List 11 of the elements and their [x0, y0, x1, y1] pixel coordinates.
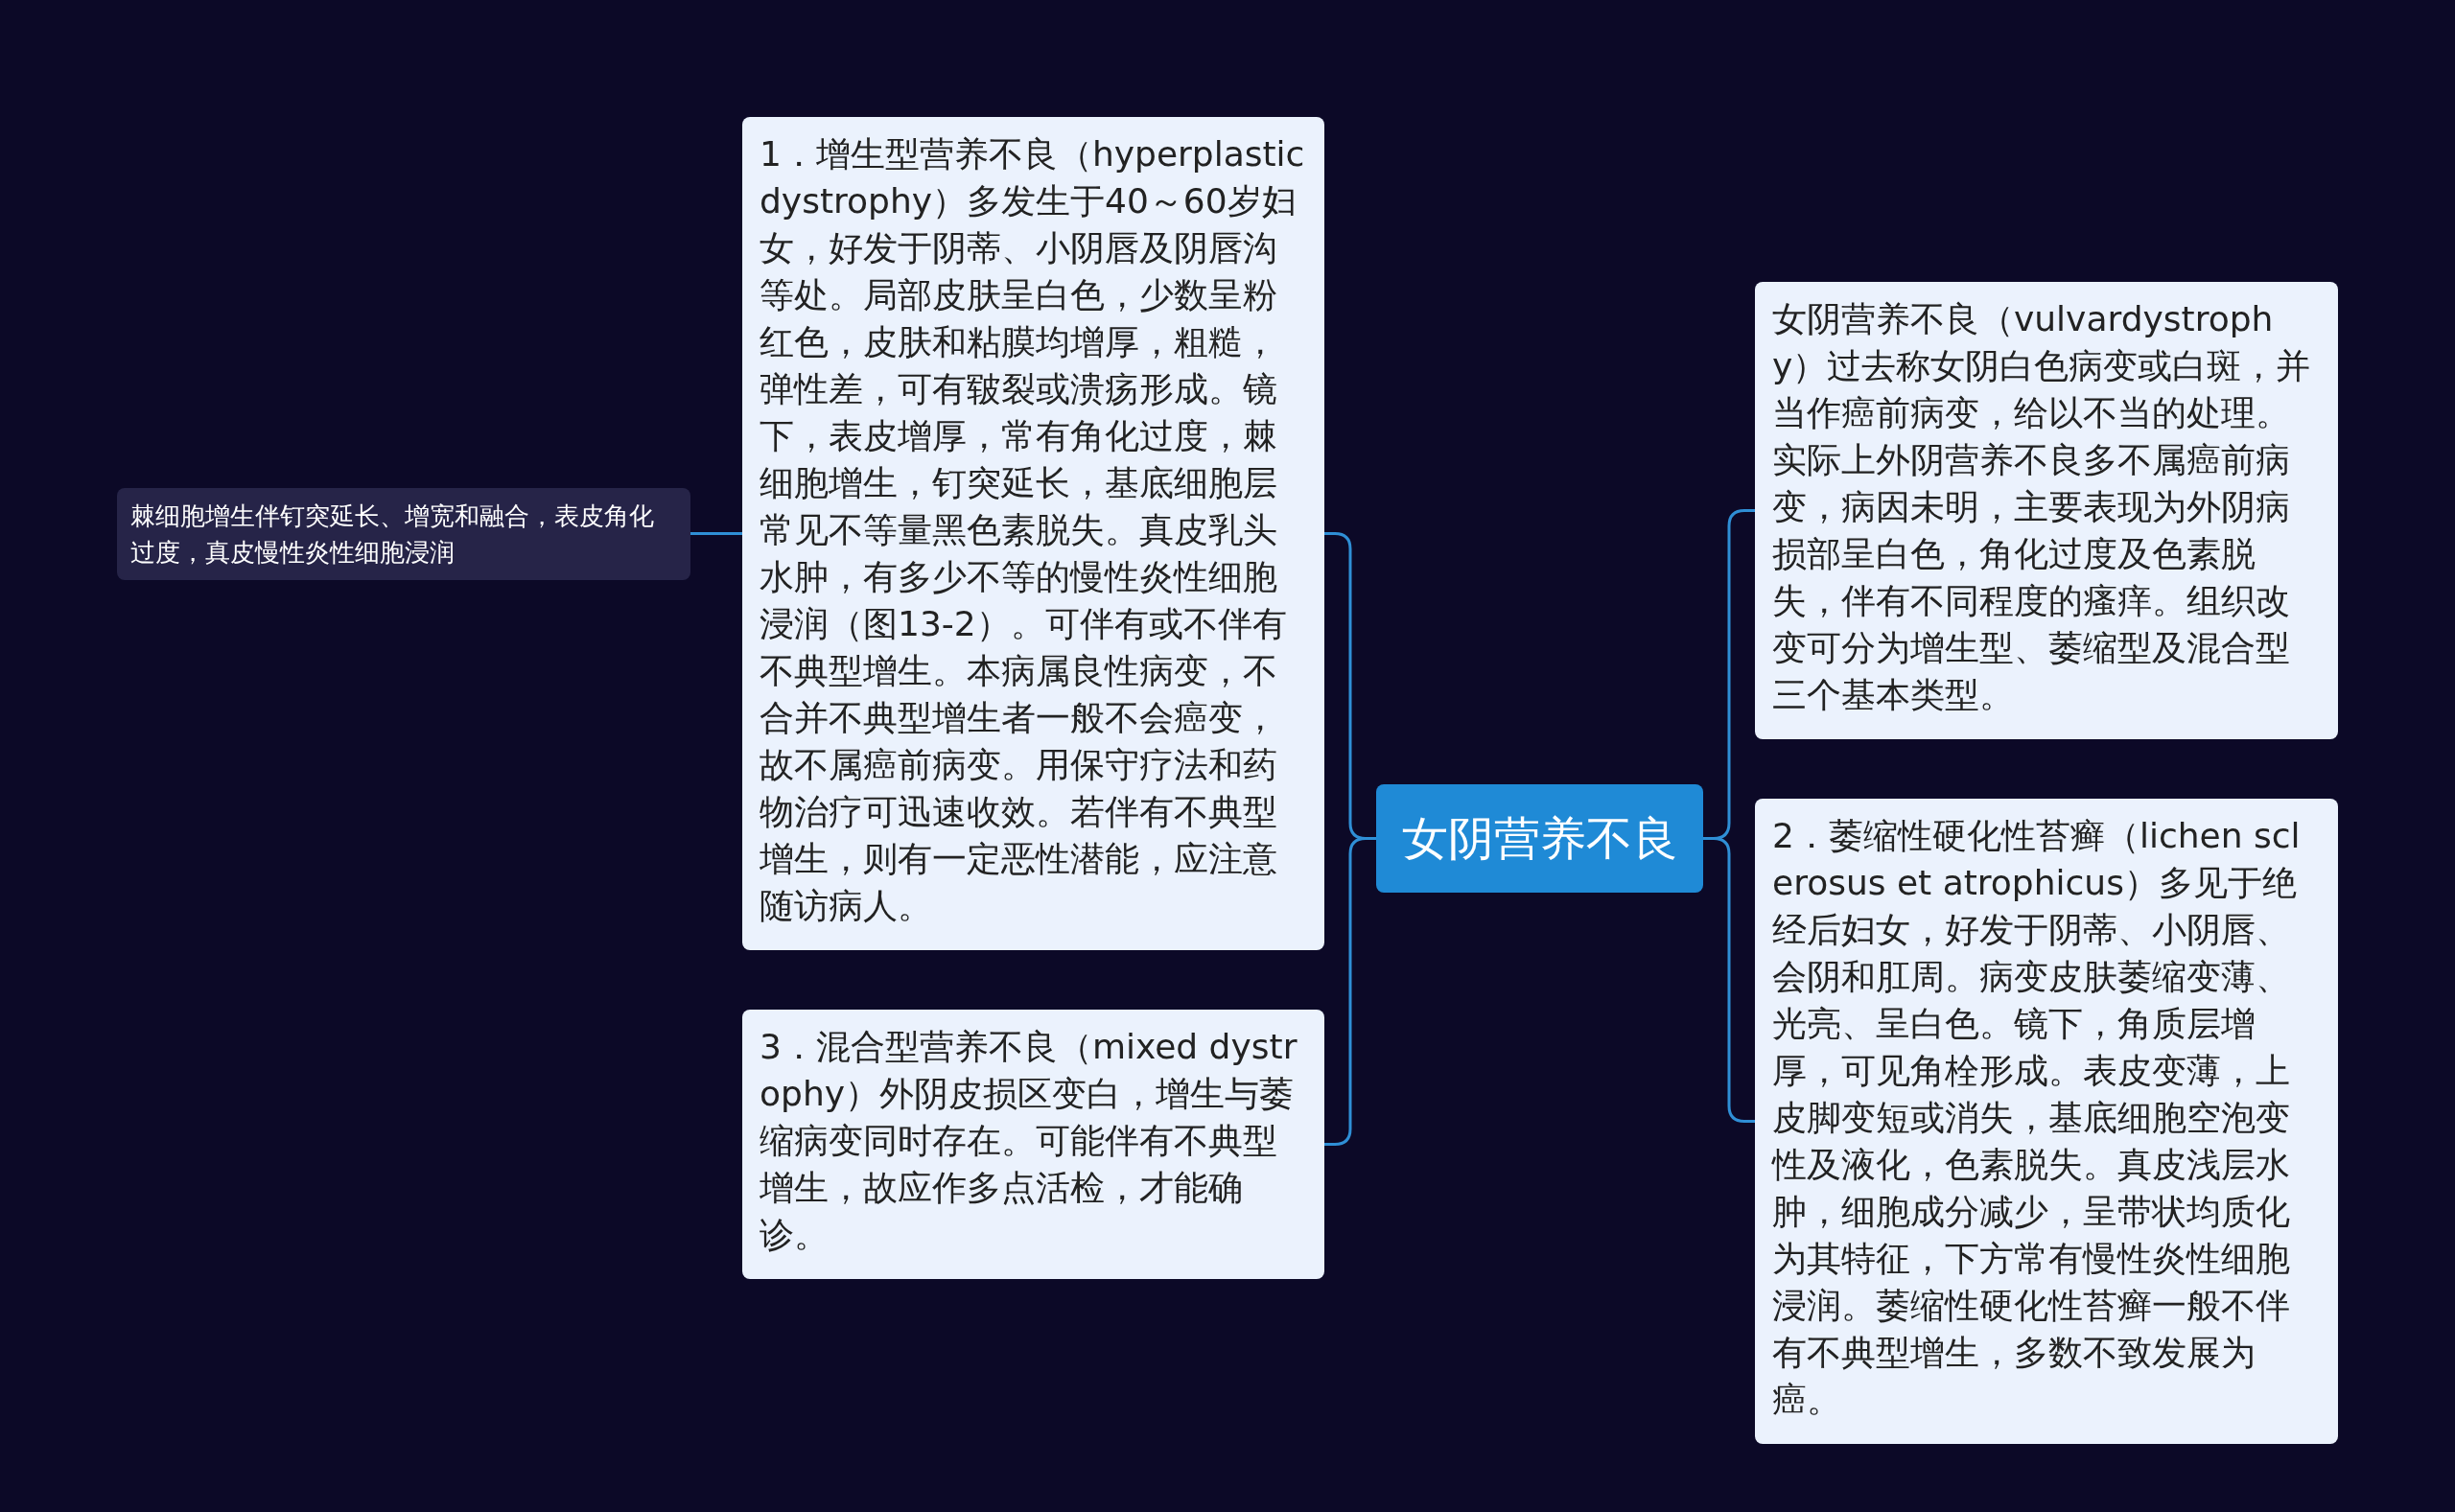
node-text: 3．混合型营养不良（mixed dystrophy）外阴皮损区变白，增生与萎缩病变同时存在。可能伴有不典型增生，故应作多点活检，才能确诊。 — [760, 1026, 1298, 1256]
node-text: 棘细胞增生伴钉突延长、增宽和融合，表皮角化过度，真皮慢性炎性细胞浸润 — [130, 500, 655, 569]
topic-card — [742, 1010, 1324, 1279]
connector-line — [690, 532, 742, 535]
node-text: 女阴营养不良 — [1401, 809, 1678, 867]
subtopic-card — [117, 488, 690, 580]
node-text: 2．萎缩性硬化性苔癣（lichen sclerosus et atrophicus）多见于绝经后妇女，好发于阴蒂、小阴唇、会阴和肛周。病变皮肤萎缩变薄、光亮、呈白色。镜下，角质层增厚，可见角栓形成。表皮变薄，上皮脚变短或消失，基底细胞空泡变性及液化，色素脱失。真皮浅层水肿，细胞成分减少，呈带状均质化为其特征，下方常有慢性炎性细胞浸润。萎缩性硬化性苔癣一般不伴有不典型增生，多数不致发展为癌。 — [1772, 815, 2302, 1421]
topic-card — [1755, 282, 2338, 739]
node-text: 女阴营养不良（vulvardystrophy）过去称女阴白色病变或白斑，并当作癌前病变，给以不当的处理。实际上外阴营养不良多不属癌前病变，病因未明，主要表现为外阴病损部呈白色，角化过度及色素脱失，伴有不同程度的瘙痒。组织改变可分为增生型、萎缩型及混合型三个基本类型。 — [1772, 298, 2312, 716]
node-text: 1．增生型营养不良（hyperplastic dystrophy）多发生于40～60岁妇女，好发于阴蒂、小阴唇及阴唇沟等处。局部皮肤呈白色，少数呈粉红色，皮肤和粘膜均增厚，粗糙，弹性差，可有皲裂或溃疡形成。镜下，表皮增厚，常有角化过度，棘细胞增生，钉突延长，基底细胞层常见不等量黑色素脱失。真皮乳头水肿，有多少不等的慢性炎性细胞浸润（图13-2）。可伴有或不伴有不典型增生。本病属良性病变，不合并不典型增生者一般不会癌变，故不属癌前病变。用保守疗法和药物治疗可迅速收效。若伴有不典型增生，则有一定恶性潜能，应注意随访病人。 — [760, 133, 1306, 927]
central-topic-box — [1376, 784, 1703, 893]
